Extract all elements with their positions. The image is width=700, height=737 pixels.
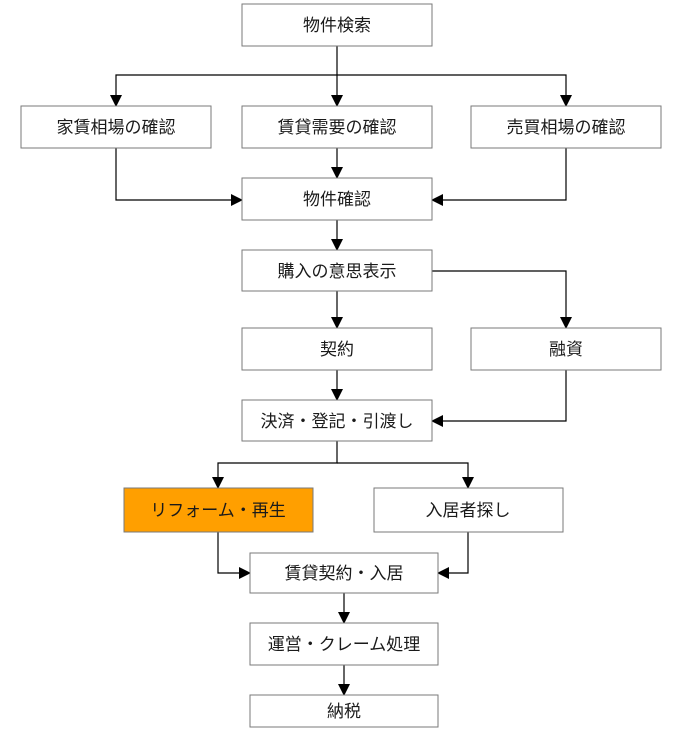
node-label: 入居者探し [426,501,511,521]
node-settlement: 決済・登記・引渡し [241,399,433,442]
edge-tenant-search-to-lease [437,532,469,579]
node-rental-demand-check: 賃貸需要の確認 [241,105,433,149]
node-label: 賃貸需要の確認 [278,118,397,138]
node-label: 運営・クレーム処理 [268,635,421,655]
node-property-search: 物件検索 [241,3,433,47]
edge-search-to-sale-market [337,74,572,107]
edge-settlement-split [212,441,338,489]
node-label: 購入の意思表示 [278,262,397,282]
node-lease-move-in: 賃貸契約・入居 [249,552,439,594]
edge-settlement-to-tenant-search [337,462,474,489]
node-sale-market-check: 売買相場の確認 [470,105,662,149]
node-reform: リフォーム・再生 [123,487,314,533]
node-contract: 契約 [241,327,433,371]
node-rent-market-check: 家賃相場の確認 [20,105,212,149]
node-label: 物件確認 [303,190,371,210]
edge-financing-to-settlement [431,370,567,427]
node-label: 賃貸契約・入居 [285,564,404,584]
edge-search-to-rent-market [110,74,337,107]
node-label: 決済・登記・引渡し [261,412,414,432]
node-tenant-search: 入居者探し [373,487,564,533]
edge-intent-to-financing [432,270,572,329]
node-property-check: 物件確認 [241,177,433,221]
node-label: 物件検索 [303,16,371,36]
node-tax: 納税 [249,694,439,728]
node-label: 融資 [549,340,583,360]
node-operation: 運営・クレーム処理 [249,622,439,666]
node-label: 売買相場の確認 [507,118,626,138]
edge-reform-to-lease [217,532,251,579]
edge-sale-market-to-check [431,148,567,206]
node-label: 契約 [320,340,354,360]
node-purchase-intent: 購入の意思表示 [241,249,433,292]
node-label: 家賃相場の確認 [57,118,176,138]
node-label: 納税 [327,702,361,722]
edge-rent-market-to-check [115,148,243,206]
connectors [110,46,572,696]
node-financing: 融資 [470,327,662,371]
node-label: リフォーム・再生 [150,501,286,521]
